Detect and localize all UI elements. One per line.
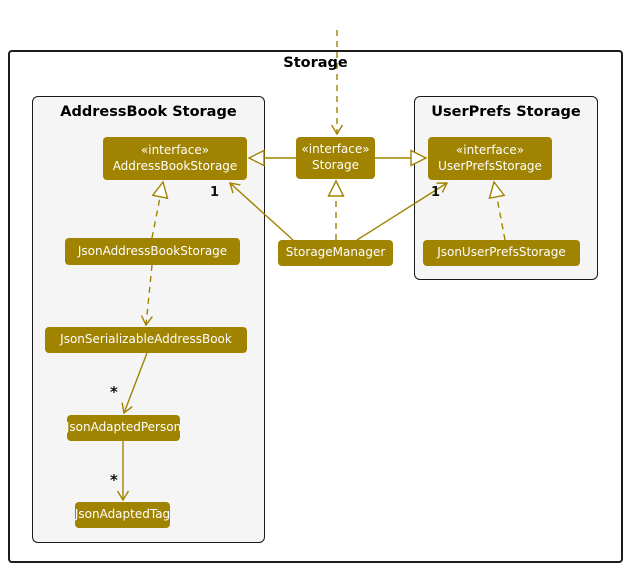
class-box-storagemanager: StorageManager <box>278 240 393 266</box>
stereotype-label: «interface» <box>140 142 210 157</box>
arrow-storagemanager-to-addressbookstorage <box>229 182 294 241</box>
class-box-jsonadaptedperson: JsonAdaptedPerson <box>65 415 182 441</box>
class-name: JsonAdaptedTag <box>74 507 171 522</box>
class-box-storage: «interface» Storage <box>296 137 375 179</box>
class-name: JsonAddressBookStorage <box>77 243 228 258</box>
arrow-jsonaddressbookstorage-to-jsonserializableaddressbook <box>140 264 153 327</box>
class-name: JsonAdaptedPerson <box>65 420 182 435</box>
class-box-addressbookstorage: «interface» AddressBookStorage <box>103 137 247 180</box>
arrow-storagemanager-to-userprefsstorage <box>356 182 449 241</box>
class-name: JsonUserPrefsStorage <box>437 245 566 260</box>
addressbook-storage-container-title: AddressBook Storage <box>60 104 237 120</box>
multiplicity-storagemanager-userprefsstorage: 1 <box>431 185 441 200</box>
class-name: JsonSerializableAddressBook <box>60 332 232 347</box>
userprefs-storage-container-title: UserPrefs Storage <box>431 104 581 120</box>
multiplicity-storagemanager-addressbookstorage: 1 <box>210 185 220 200</box>
frame-title: Storage <box>283 55 348 71</box>
class-name: Storage <box>312 158 359 172</box>
stereotype-label: «interface» <box>301 142 370 157</box>
class-name: AddressBookStorage <box>112 158 238 173</box>
arrow-jsonserializableaddressbook-to-jsonadaptedperson <box>121 352 148 415</box>
class-box-jsonuserprefsstorage: JsonUserPrefsStorage <box>423 240 580 266</box>
arrow-jsonaddressbookstorage-implements-addressbookstorage <box>151 180 169 239</box>
multiplicity-serializable-person: * <box>110 383 118 401</box>
multiplicity-person-tag: * <box>110 471 118 489</box>
stereotype-label: «interface» <box>455 142 525 157</box>
class-name: StorageManager <box>285 245 386 260</box>
arrow-jsonuserprefsstorage-implements-userprefsstorage <box>488 180 506 241</box>
class-name: UserPrefsStorage <box>438 158 542 173</box>
class-box-jsonserializableaddressbook: JsonSerializableAddressBook <box>45 327 247 353</box>
class-box-jsonadaptedtag: JsonAdaptedTag <box>75 502 170 528</box>
class-box-userprefsstorage: «interface» UserPrefsStorage <box>428 137 552 180</box>
class-box-jsonaddressbookstorage: JsonAddressBookStorage <box>65 238 240 265</box>
